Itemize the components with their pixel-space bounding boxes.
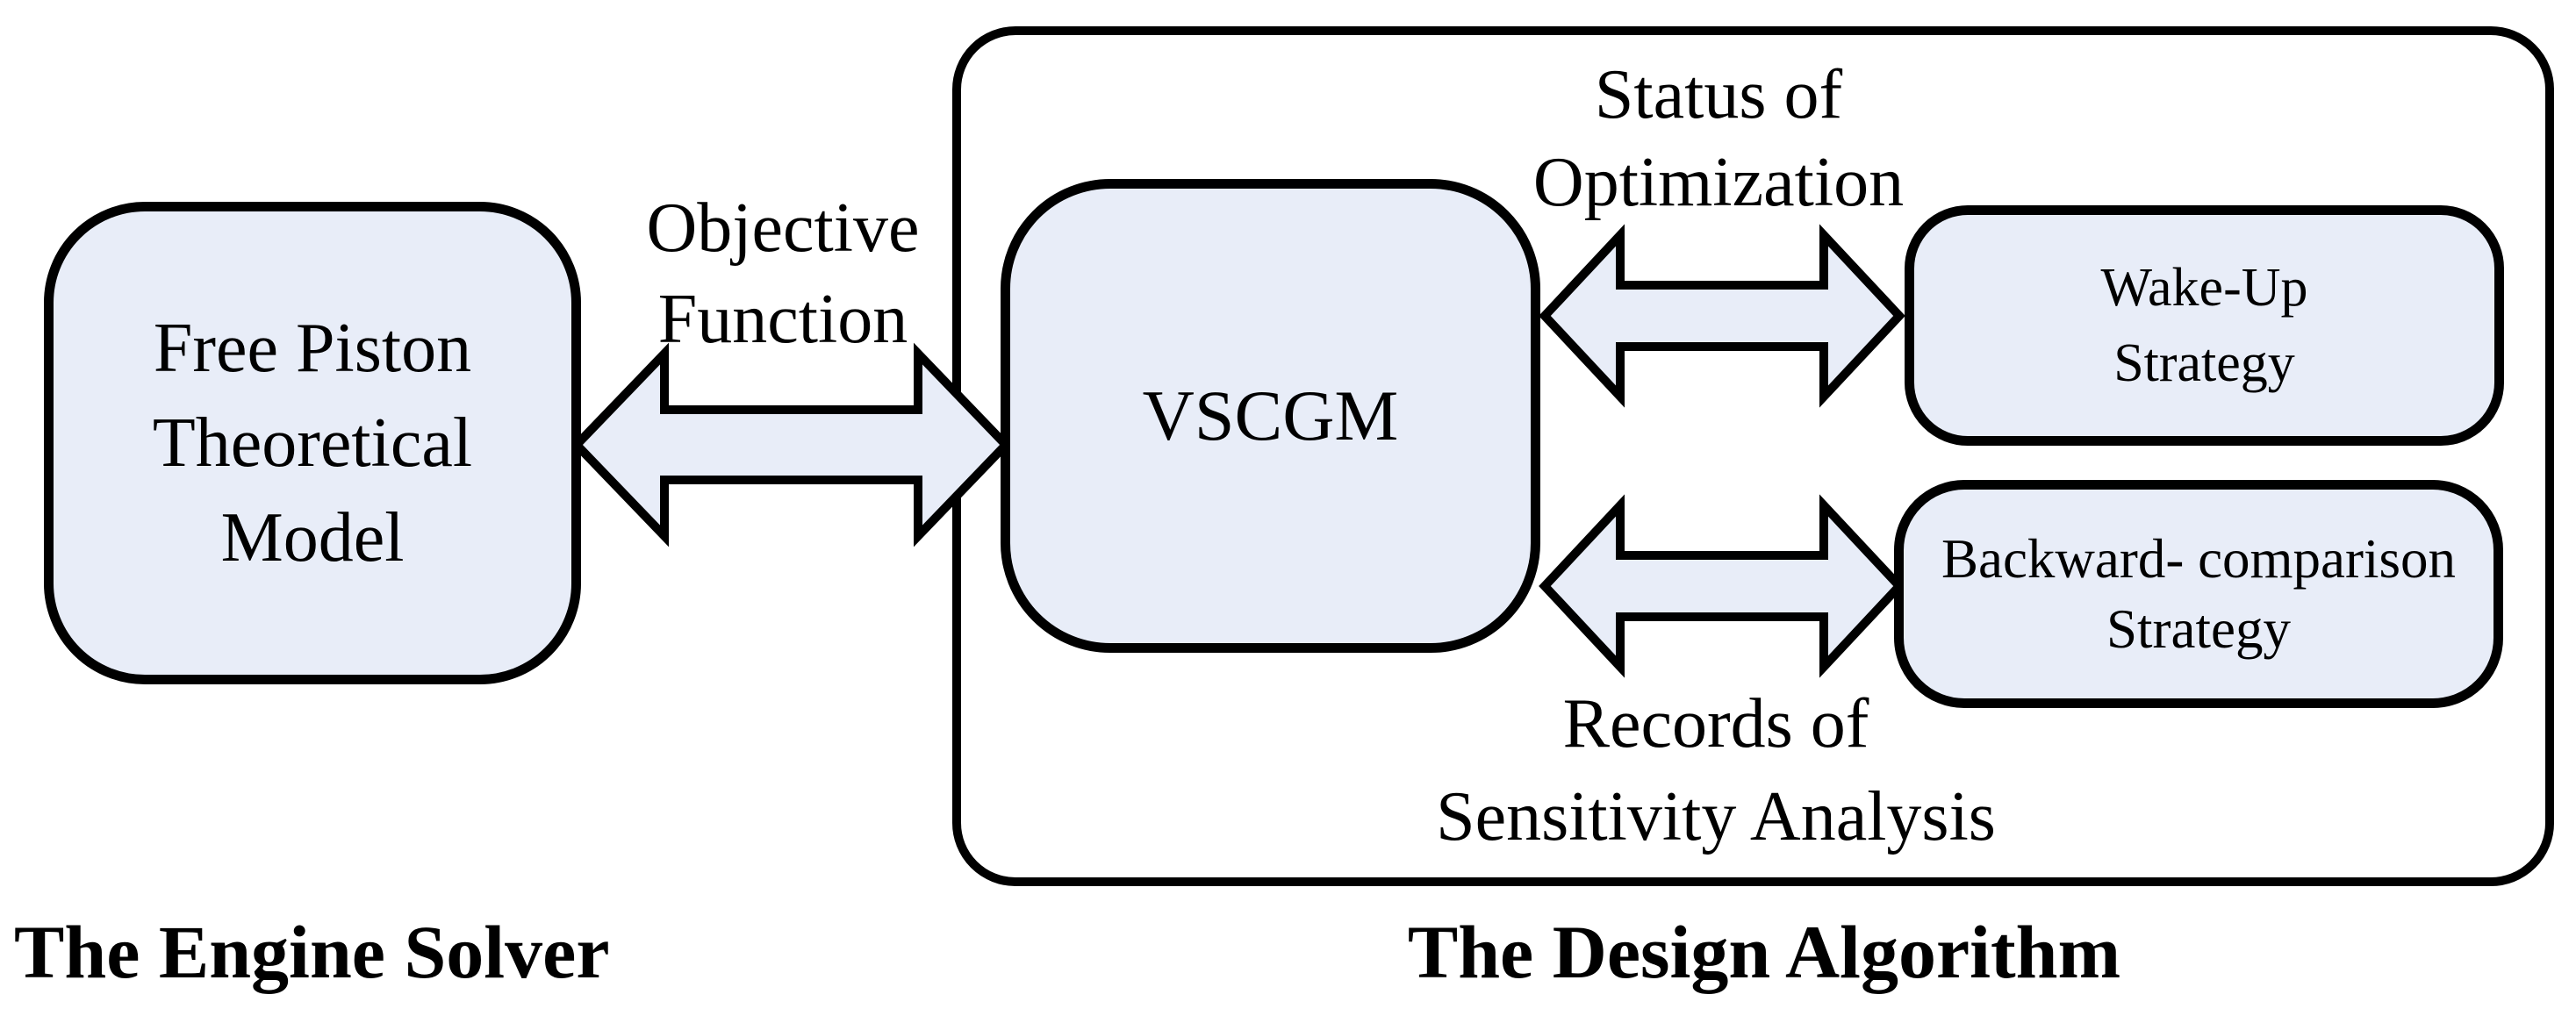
backward-node-label-line1: Backward- comparison [1941, 528, 2457, 590]
double-headed-arrow-shape [1539, 224, 1905, 408]
objective-label-line2: Function [657, 281, 908, 358]
double-headed-arrow-shape [1539, 494, 1905, 678]
double-headed-arrow-shape [570, 342, 1012, 547]
records-double-arrow-icon [1539, 494, 1905, 678]
objective-function-double-arrow-icon [570, 342, 1012, 547]
objective-function-label: Objective Function [647, 182, 920, 365]
status-double-arrow-icon [1539, 224, 1905, 408]
backward-node-label-line2: Strategy [2106, 598, 2291, 660]
objective-label-line1: Objective [646, 190, 920, 267]
records-label-line1: Records of [1562, 685, 1869, 762]
node-vscgm: VSCGM [1001, 179, 1540, 653]
status-of-optimization-label: Status of Optimization [1533, 51, 1904, 226]
node-backward-comparison-strategy: Backward- comparison Strategy [1894, 480, 2503, 708]
engine-node-label-line2: Theoretical [152, 404, 473, 482]
engine-node-label-line3: Model [220, 499, 405, 576]
wake-up-node-label-line1: Wake-Up [2100, 258, 2308, 318]
status-label-line2: Optimization [1532, 144, 1905, 221]
node-wake-up-strategy: Wake-Up Strategy [1905, 205, 2504, 446]
engine-node-label-line1: Free Piston [153, 310, 472, 387]
engine-solver-caption: The Engine Solver [14, 910, 610, 994]
records-label-line2: Sensitivity Analysis [1436, 778, 1996, 855]
records-of-sensitivity-analysis-label: Records of Sensitivity Analysis [1436, 677, 1996, 863]
node-free-piston-theoretical-model: Free Piston Theoretical Model [44, 202, 581, 684]
vscgm-node-label: VSCGM [1142, 376, 1399, 455]
design-algorithm-caption: The Design Algorithm [1407, 910, 2121, 994]
wake-up-node-label-line2: Strategy [2113, 333, 2295, 393]
status-label-line1: Status of [1594, 56, 1843, 133]
